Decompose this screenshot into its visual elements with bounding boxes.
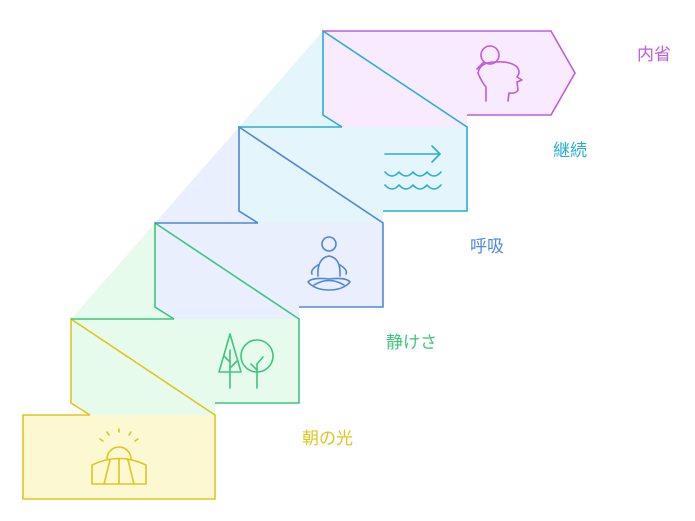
trees-icon <box>218 333 274 389</box>
arrow-waves-icon <box>384 145 442 190</box>
step-label: 静けさ <box>386 333 437 353</box>
step-label: 内省 <box>637 45 671 65</box>
step-label: 継続 <box>553 141 587 161</box>
head-magnifier-icon <box>476 45 523 102</box>
meditating-person-icon <box>307 236 351 291</box>
step-label: 朝の光 <box>302 429 353 449</box>
step-5: 内省 <box>322 29 671 128</box>
step-label: 呼吸 <box>470 237 504 257</box>
sunrise-field-icon <box>91 428 147 485</box>
